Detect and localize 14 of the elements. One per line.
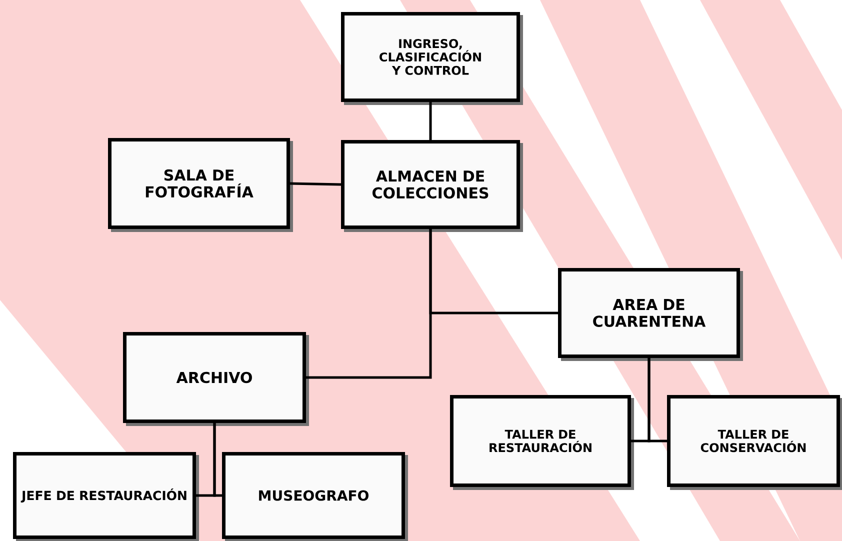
process-box: SALA DE FOTOGRAFÍA: [108, 138, 290, 229]
process-box: TALLER DE RESTAURACIÓN: [450, 395, 631, 487]
connector-line: [213, 423, 222, 497]
process-box: AREA DE CUARENTENA: [558, 268, 740, 358]
process-box: INGRESO, CLASIFICACIÓN Y CONTROL: [341, 12, 520, 102]
connector-line: [306, 229, 432, 379]
process-box: TALLER DE CONSERVACIÓN: [667, 395, 840, 487]
connector-line: [290, 182, 342, 186]
process-box: JEFE DE RESTAURACIÓN: [13, 452, 196, 539]
process-box: ARCHIVO: [123, 332, 306, 423]
process-box: ALMACEN DE COLECCIONES: [341, 140, 520, 229]
connector-line: [648, 358, 667, 442]
process-box: MUSEOGRAFO: [222, 452, 405, 539]
connector-line: [429, 102, 432, 140]
